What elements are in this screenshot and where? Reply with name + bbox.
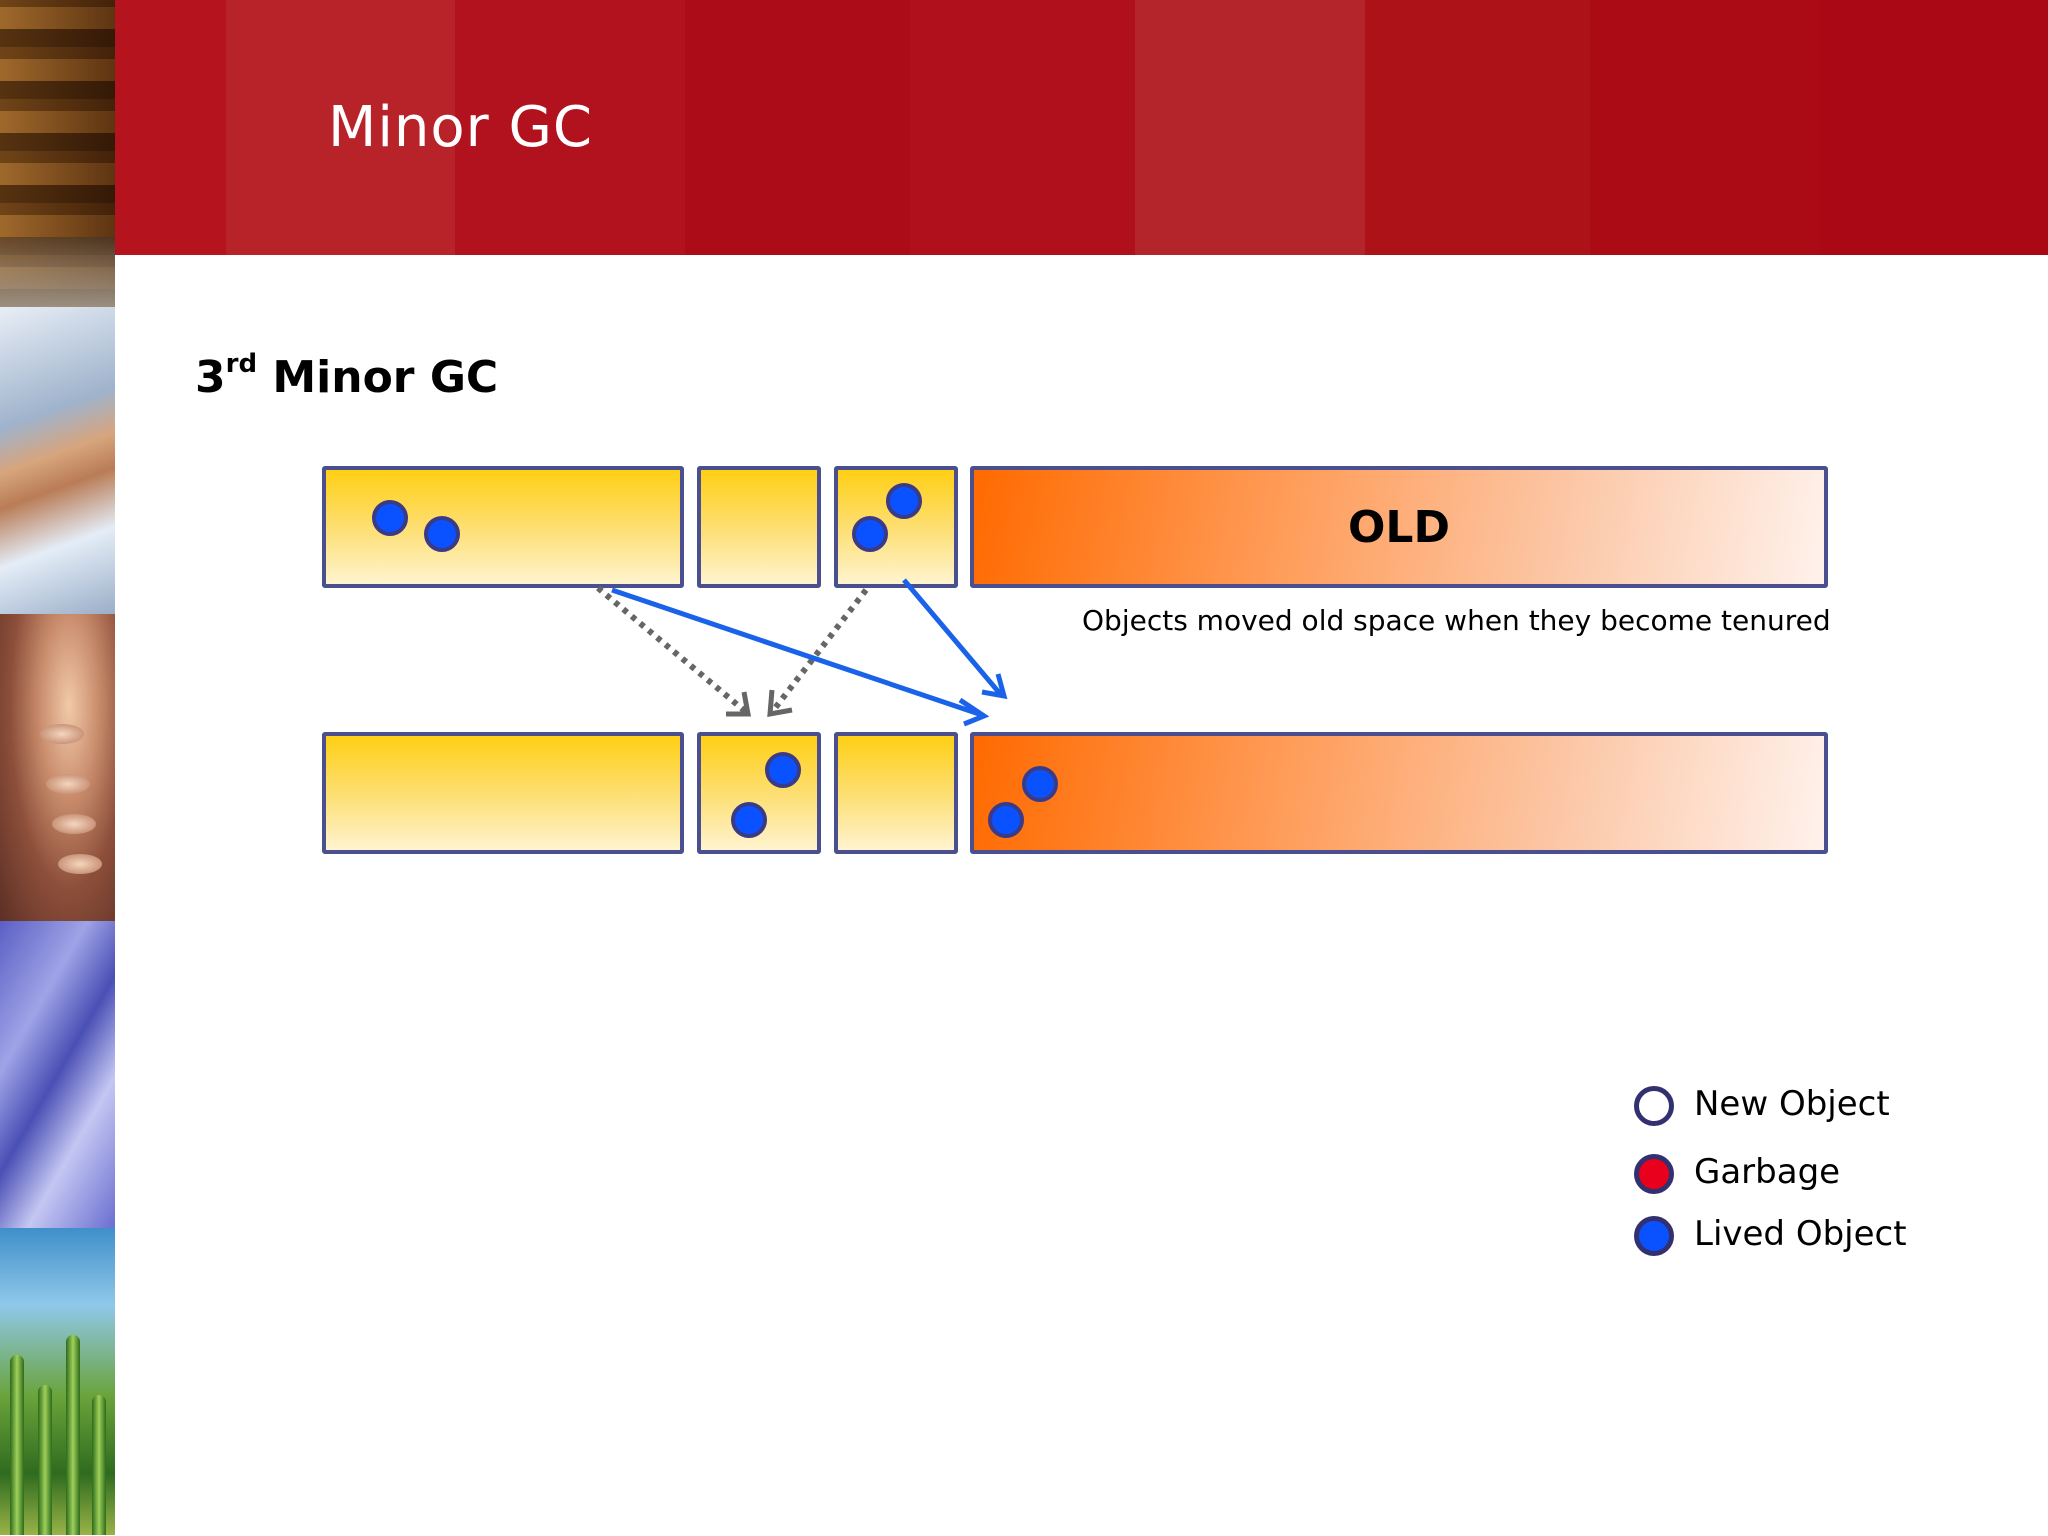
old-space-before: OLD xyxy=(970,466,1828,588)
eden-space-after xyxy=(322,732,684,854)
hand-photo xyxy=(0,307,115,614)
legend-label: New Object xyxy=(1694,1084,1890,1124)
lived-object-marker-icon xyxy=(1634,1216,1674,1256)
slide-subtitle: 3rd Minor GC xyxy=(195,352,498,403)
old-space-after xyxy=(970,732,1828,854)
garbage-marker-icon xyxy=(1634,1154,1674,1194)
gray-dotted-arrow-eden-to-survivor xyxy=(598,588,748,714)
gray-dotted-arrow-survivor-to-survivor xyxy=(770,590,866,714)
warehouse-photo xyxy=(0,0,115,307)
lived-object-dot xyxy=(731,802,767,838)
calculator-photo xyxy=(0,614,115,921)
legend-label: Garbage xyxy=(1694,1152,1840,1192)
subtitle-number: 3 xyxy=(195,352,226,403)
abstract-photo xyxy=(0,921,115,1228)
lived-object-dot xyxy=(1022,766,1058,802)
old-space-label: OLD xyxy=(974,470,1824,584)
tenured-note: Objects moved old space when they become… xyxy=(1082,604,1831,637)
subtitle-ordinal: rd xyxy=(226,349,257,379)
survivor-1-after xyxy=(697,732,821,854)
lived-object-dot xyxy=(886,483,922,519)
blue-arrow-survivor-to-old xyxy=(904,580,1004,696)
test-tubes-photo xyxy=(0,1228,115,1535)
lived-object-dot xyxy=(852,516,888,552)
blue-arrow-eden-to-old xyxy=(612,590,984,724)
survivor-2-before xyxy=(834,466,958,588)
eden-space-before xyxy=(322,466,684,588)
lived-object-dot xyxy=(372,500,408,536)
survivor-2-after xyxy=(834,732,958,854)
photo-strip xyxy=(0,0,115,1536)
slide-title: Minor GC xyxy=(328,95,593,160)
subtitle-text: Minor GC xyxy=(257,352,498,403)
lived-object-dot xyxy=(988,802,1024,838)
new-object-marker-icon xyxy=(1634,1086,1674,1126)
legend-label: Lived Object xyxy=(1694,1214,1907,1254)
survivor-1-before xyxy=(697,466,821,588)
lived-object-dot xyxy=(424,516,460,552)
lived-object-dot xyxy=(765,752,801,788)
